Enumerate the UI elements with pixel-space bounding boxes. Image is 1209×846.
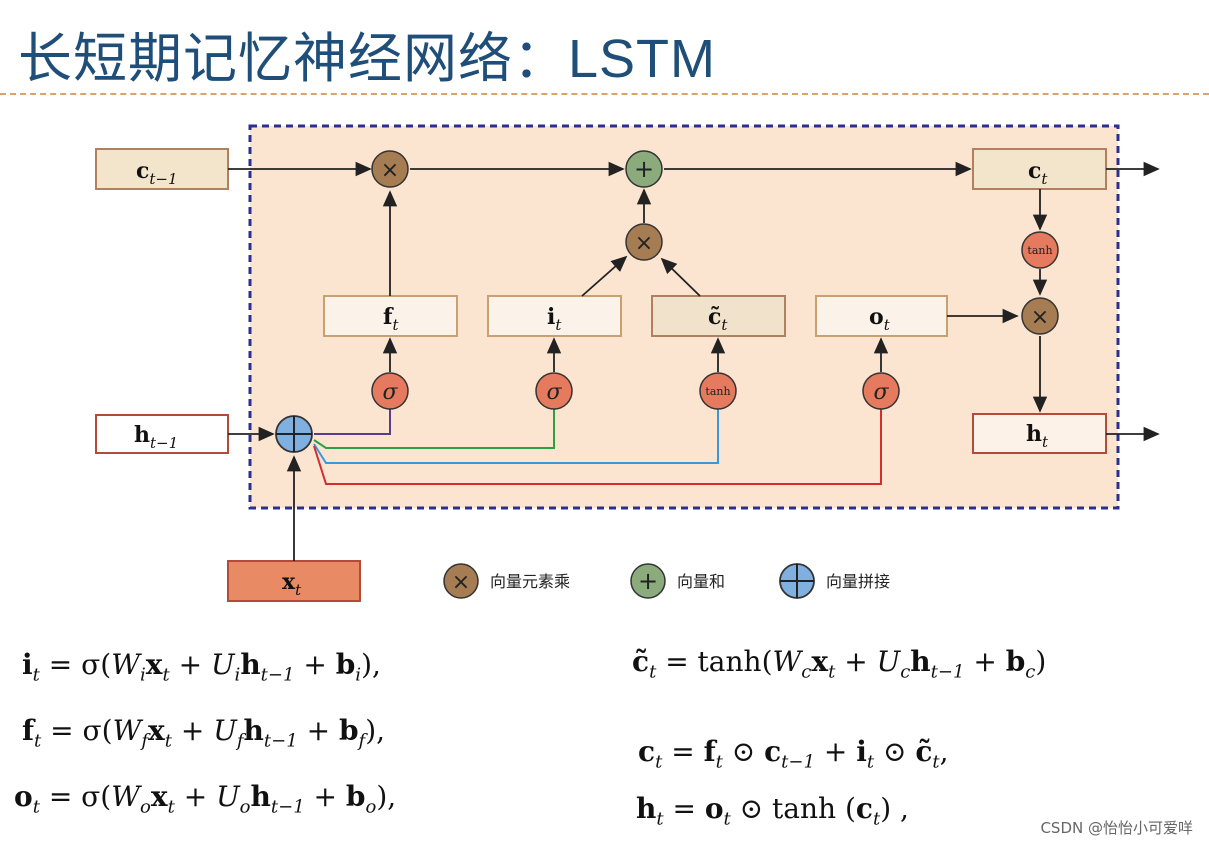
equation-forget-gate: ft = σ(Wfxt + Ufht−1 + bf),	[22, 714, 386, 752]
x-t-box: xt	[227, 560, 361, 602]
legend-concat-label: 向量拼接	[826, 572, 890, 591]
h-t-box: ht	[972, 413, 1107, 454]
svg-text:×: ×	[1031, 305, 1049, 330]
concat-to-output-line	[313, 409, 882, 485]
page-title: 长短期记忆神经网络：LSTM	[18, 29, 717, 89]
legend-multiply-label: 向量元素乘	[490, 572, 570, 591]
svg-text:ht−1: ht−1	[134, 422, 178, 452]
c-prev-main: c	[136, 158, 149, 184]
concat-to-forget-line	[314, 409, 391, 435]
svg-text:xt: xt	[282, 569, 302, 599]
legend-add-label: 向量和	[677, 572, 725, 591]
svg-text:σ: σ	[546, 380, 562, 405]
input-sigma-node: σ	[535, 372, 573, 410]
c-prev-box: ct−1	[95, 148, 229, 190]
concat-to-input-line	[313, 409, 555, 449]
candidate-tanh-node: tanh	[699, 372, 737, 410]
svg-text:tanh: tanh	[1027, 244, 1052, 257]
forget-sigma-node: σ	[371, 372, 409, 410]
f-t-box: ft	[323, 295, 458, 337]
output-sigma-node: σ	[862, 372, 900, 410]
svg-text:+: +	[638, 567, 658, 595]
equation-output-gate: ot = σ(Woxt + Uoht−1 + bo),	[14, 780, 397, 818]
title-divider	[0, 93, 1209, 95]
equation-cell-state: ct = ft ⊙ ct−1 + it ⊙ c̃t,	[638, 735, 949, 773]
watermark: CSDN @怡怡小可爱咩	[1040, 819, 1193, 837]
svg-text:ht: ht	[1026, 421, 1049, 451]
svg-text:×: ×	[635, 231, 653, 256]
svg-text:×: ×	[452, 570, 470, 595]
svg-text:×: ×	[381, 158, 399, 183]
legend: × 向量元素乘 + 向量和 向量拼接	[443, 563, 890, 599]
svg-text:ct−1: ct−1	[136, 158, 178, 188]
cell-add-node: +	[625, 150, 663, 188]
svg-text:σ: σ	[873, 380, 889, 405]
svg-text:tanh: tanh	[705, 385, 730, 398]
concat-to-candidate-line	[313, 409, 719, 464]
output-multiply-node: ×	[1021, 297, 1059, 335]
svg-text:ft: ft	[383, 304, 399, 334]
input-multiply-node: ×	[625, 223, 663, 261]
c-tilde-box: c̃t	[651, 295, 786, 337]
concat-node	[275, 415, 313, 453]
c-prev-sub: t−1	[149, 170, 177, 188]
equation-candidate: c̃t = tanh(Wcxt + Ucht−1 + bc)	[632, 645, 1047, 683]
svg-text:it: it	[547, 304, 562, 334]
equation-input-gate: it = σ(Wixt + Uiht−1 + bi),	[22, 648, 381, 686]
i-t-box: it	[487, 295, 622, 337]
c-t-box: ct	[972, 148, 1107, 190]
svg-text:ct: ct	[1028, 158, 1048, 188]
h-prev-box: ht−1	[95, 414, 229, 454]
svg-text:c̃t: c̃t	[708, 304, 728, 334]
forget-multiply-node: ×	[371, 150, 409, 188]
o-t-box: ot	[815, 295, 948, 337]
legend-multiply: × 向量元素乘	[443, 563, 570, 599]
cell-tanh-node: tanh	[1021, 231, 1059, 269]
legend-concat: 向量拼接	[779, 563, 890, 599]
svg-text:σ: σ	[382, 380, 398, 405]
legend-add: + 向量和	[630, 563, 725, 599]
equation-hidden-state: ht = ot ⊙ tanh (ct) ,	[636, 792, 909, 830]
svg-text:+: +	[634, 155, 654, 183]
svg-text:ot: ot	[869, 304, 891, 334]
